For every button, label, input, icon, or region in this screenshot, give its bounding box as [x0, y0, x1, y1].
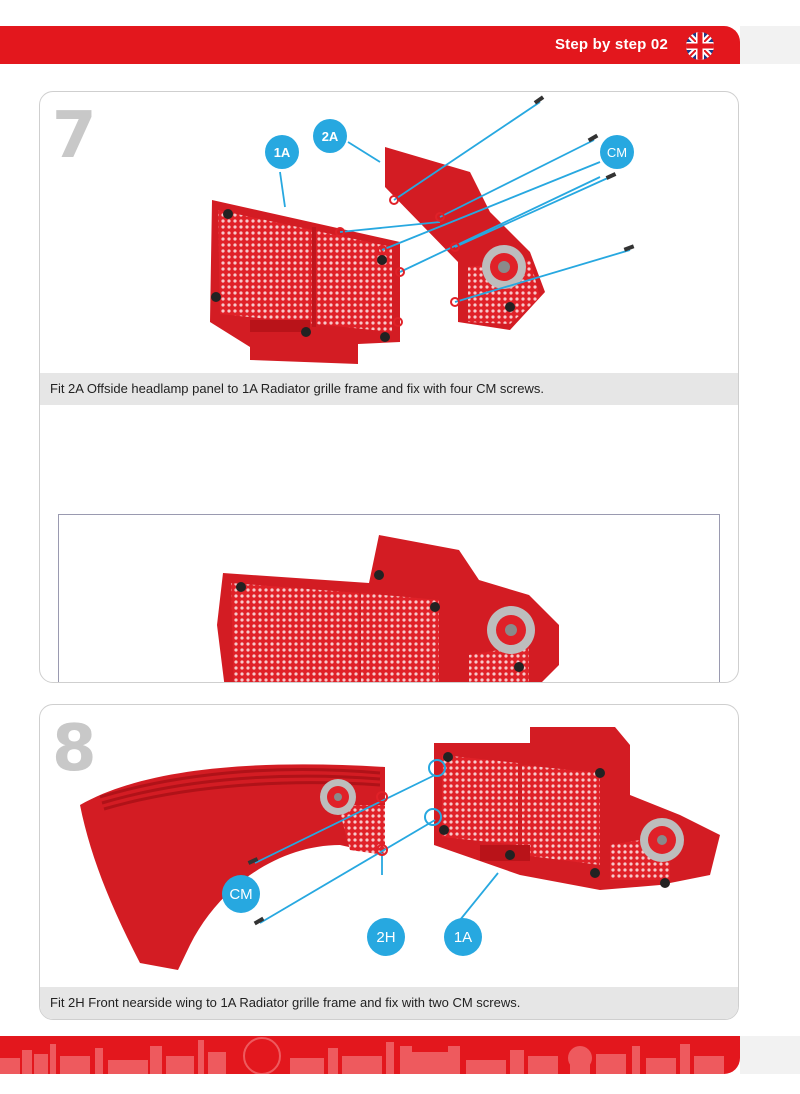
step-7-result-view: [58, 514, 720, 682]
header-bar: Step by step 02: [0, 26, 740, 64]
step-number: 8: [52, 712, 97, 786]
step-8-caption: Fit 2H Front nearside wing to 1A Radiato…: [40, 987, 738, 1019]
step-7-exploded-illustration: [210, 95, 635, 364]
callout-label: 1A: [444, 918, 482, 956]
callout-label: CM: [222, 875, 260, 913]
step-number: 7: [52, 99, 97, 173]
footer-bar: [0, 1036, 740, 1074]
callout-label: 2A: [313, 119, 347, 153]
callout-label: 2H: [367, 918, 405, 956]
step-7-caption: Fit 2A Offside headlamp panel to 1A Radi…: [40, 373, 738, 405]
london-skyline-icon: [0, 1037, 724, 1074]
union-jack-flag-icon: [686, 32, 714, 60]
callout-label: 1A: [265, 135, 299, 169]
step-7-panel: 7: [39, 91, 739, 683]
callout-label: CM: [600, 135, 634, 169]
footer-margin: [740, 1036, 800, 1074]
assembled-grille-illustration: [217, 535, 559, 682]
step-8-panel: 8: [39, 704, 739, 1020]
page-title: Step by step 02: [554, 36, 668, 53]
header-margin: [740, 26, 800, 64]
step-8-exploded-illustration: [80, 727, 720, 970]
